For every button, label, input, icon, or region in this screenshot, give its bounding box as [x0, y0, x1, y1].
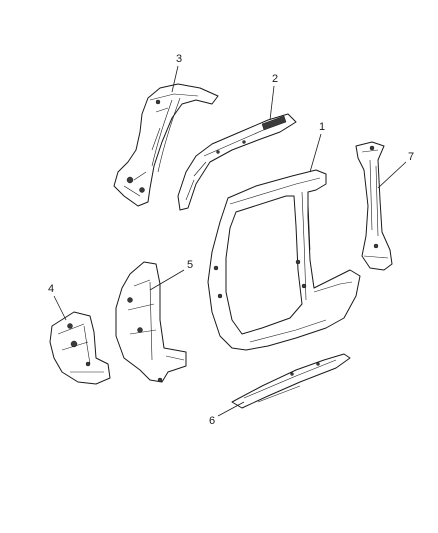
leader-line-6	[217, 401, 245, 417]
part-7-b-pillar-inner	[355, 141, 393, 271]
callout-3: 3	[176, 53, 182, 65]
leader-line-7	[377, 161, 407, 189]
callout-7: 7	[408, 151, 414, 163]
leader-line-3	[171, 65, 179, 93]
part-2-roof-rail	[177, 113, 297, 211]
part-5-hinge-pillar	[115, 261, 187, 383]
part-3-a-pillar-upper	[113, 83, 219, 207]
part-6-rocker-reinforcement	[231, 353, 351, 409]
part-4-cowl-side-panel	[49, 311, 111, 385]
leader-line-2	[269, 85, 275, 121]
callout-2: 2	[272, 73, 278, 85]
leader-line-1	[309, 133, 322, 173]
callout-5: 5	[187, 259, 193, 271]
callout-6: 6	[209, 415, 215, 427]
leader-line-5	[149, 269, 185, 291]
callout-1: 1	[319, 121, 325, 133]
part-1-body-side-aperture	[207, 169, 361, 351]
leader-line-4	[53, 295, 67, 321]
callout-4: 4	[48, 283, 54, 295]
